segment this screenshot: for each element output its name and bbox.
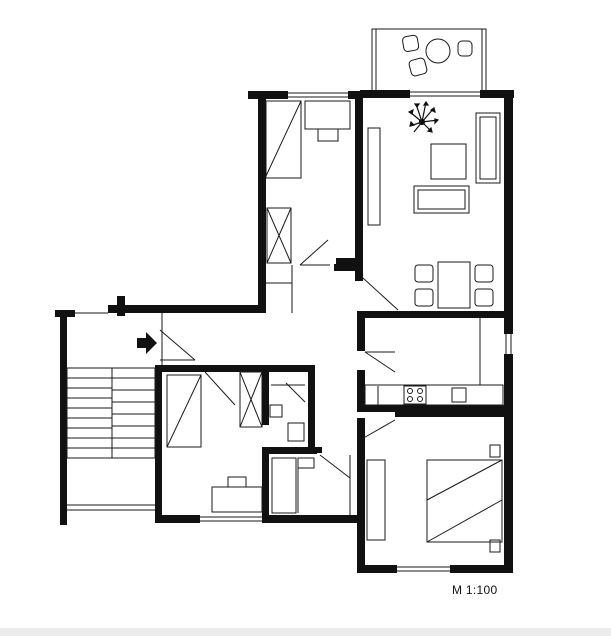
plant-icon — [407, 100, 440, 133]
west-room-furniture — [166, 371, 263, 513]
scale-label: M 1:100 — [452, 583, 498, 597]
corridor-outline — [161, 265, 351, 515]
balcony — [371, 28, 487, 93]
doors — [159, 239, 399, 479]
bottom-band — [0, 628, 611, 636]
kitchen-furniture — [364, 318, 504, 406]
windows — [67, 91, 512, 572]
living-room-furniture — [367, 112, 501, 309]
entrance-arrow-icon — [137, 332, 157, 354]
north-bedroom-furniture — [265, 100, 351, 264]
staircase — [66, 367, 156, 459]
exterior-walls — [55, 90, 514, 573]
interior-walls — [155, 96, 512, 523]
se-bedroom-furniture — [366, 444, 503, 553]
bathroom-fixtures — [269, 404, 315, 514]
balcony-furniture — [402, 34, 473, 77]
